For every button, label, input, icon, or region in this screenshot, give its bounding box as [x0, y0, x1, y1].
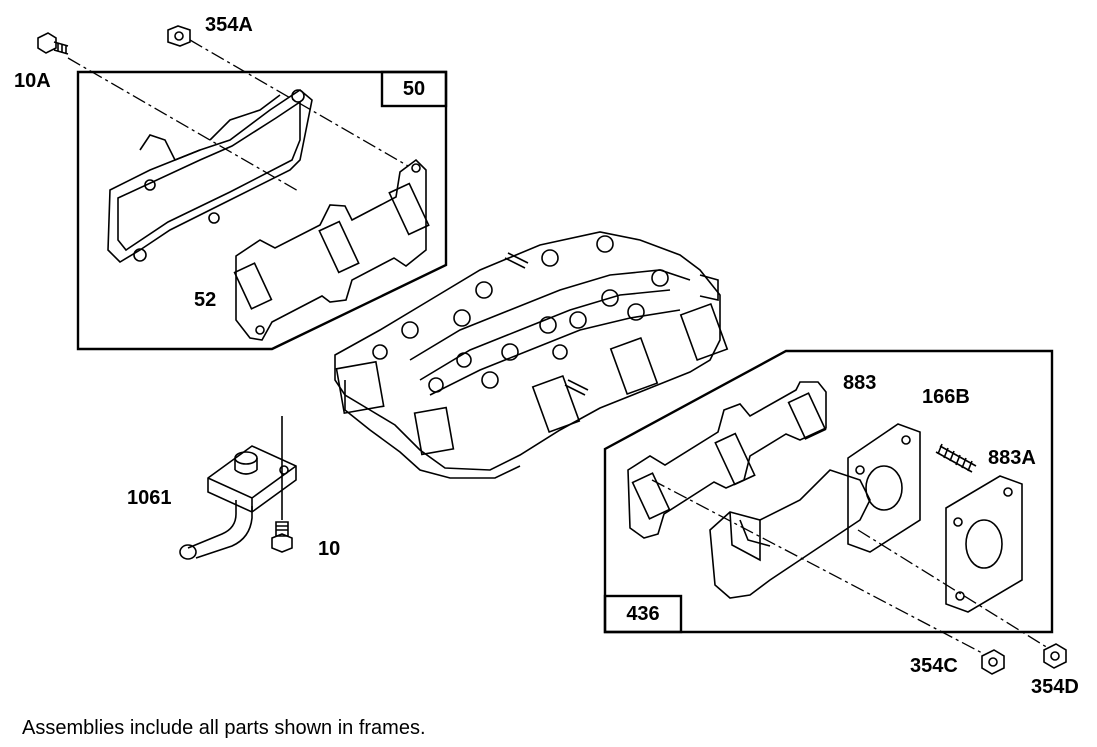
exhaust-elbow-drawing — [709, 469, 871, 599]
part-label-436: 436 — [626, 602, 660, 625]
flange-drawing — [847, 423, 921, 553]
part-label-10a: 10A — [14, 70, 51, 92]
alignment-line-10a — [67, 57, 301, 193]
assembly-frame-436-tag — [603, 594, 683, 634]
gasket-883-drawing — [627, 381, 827, 539]
part-label-166b: 166B — [922, 386, 970, 408]
assembly-frame-50 — [76, 70, 448, 351]
nut-354c-drawing — [981, 649, 1005, 675]
assembly-frame-50-tag — [380, 70, 448, 108]
part-label-1061: 1061 — [127, 487, 172, 509]
part-label-883a: 883A — [988, 447, 1036, 469]
part-label-50: 50 — [402, 77, 426, 100]
stud-166b-drawing — [935, 443, 977, 473]
part-label-10: 10 — [318, 538, 341, 560]
assemblies-footnote: Assemblies include all parts shown in fr… — [22, 717, 426, 739]
alignment-line-354d — [857, 529, 1049, 649]
part-label-883: 883 — [843, 372, 877, 394]
gasket-883a-drawing — [945, 475, 1023, 613]
exhaust-manifold-drawing — [107, 89, 313, 264]
assembly-frame-436 — [603, 349, 1054, 634]
part-label-52: 52 — [194, 289, 217, 311]
cylinder-head-drawing — [334, 231, 729, 479]
bolt-10-drawing — [271, 521, 293, 553]
water-fitting-drawing — [179, 445, 297, 560]
nut-354d-drawing — [1043, 643, 1067, 669]
nut-354a-drawing — [167, 25, 191, 47]
part-label-354c: 354C — [910, 655, 958, 677]
alignment-line-354c — [651, 479, 985, 655]
part-label-354a: 354A — [205, 14, 253, 36]
manifold-gasket-drawing — [233, 158, 430, 341]
bolt-10a-drawing — [37, 32, 69, 55]
part-label-354d: 354D — [1031, 676, 1079, 698]
